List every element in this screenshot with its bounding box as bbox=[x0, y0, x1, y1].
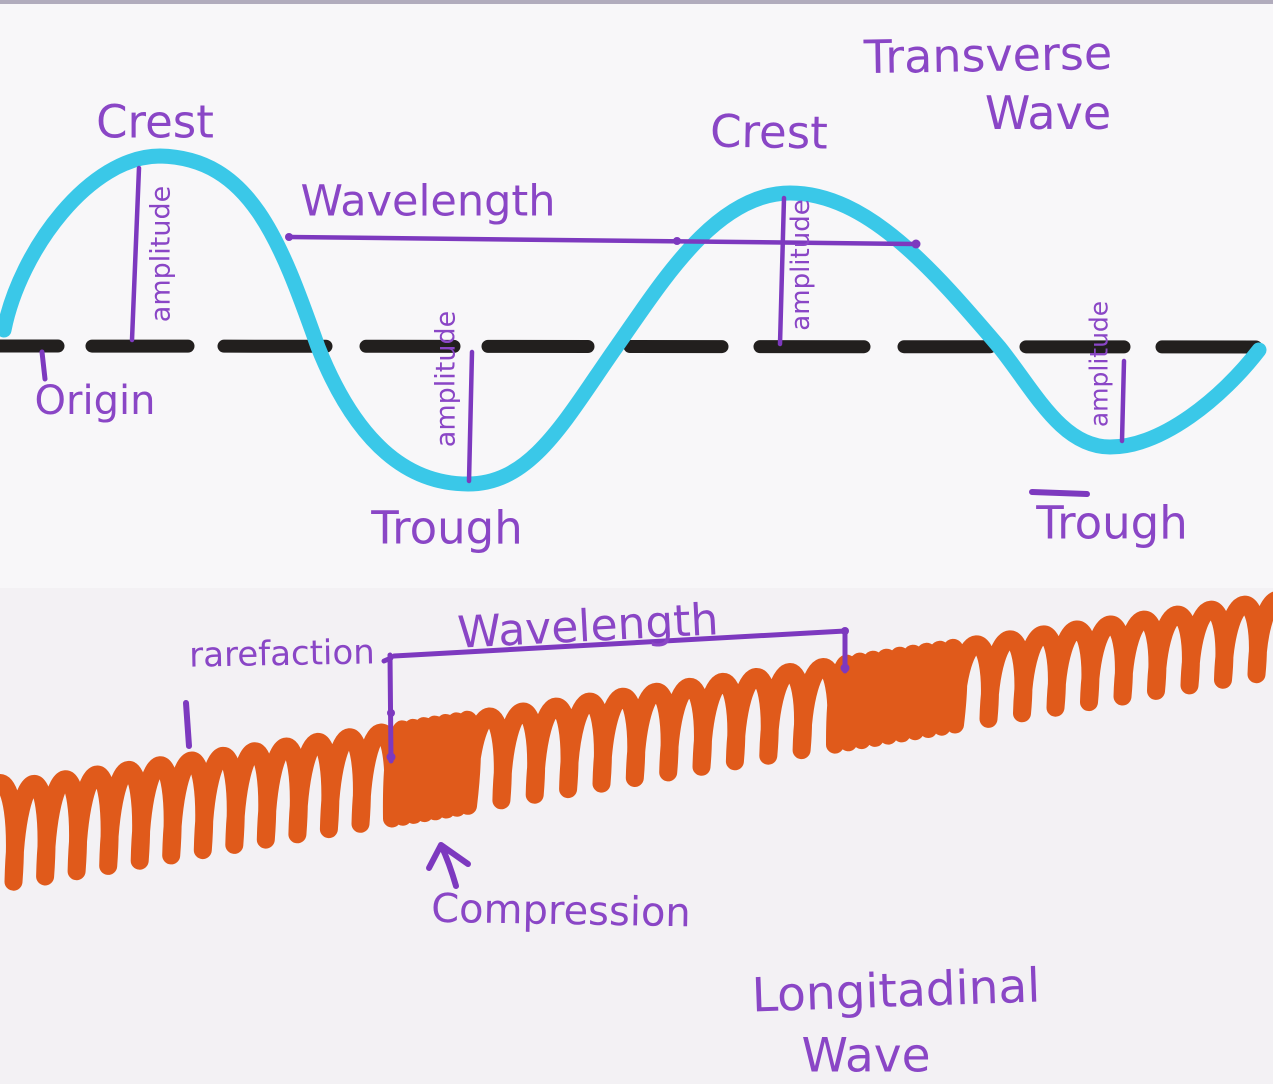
transverse-wavelength-label: Wavelength bbox=[300, 176, 556, 227]
longitudinal-spring-coil bbox=[0, 591, 1273, 891]
title-transverse-line2: Wave bbox=[984, 86, 1112, 140]
trough-2-t-crossbar-stroke bbox=[1029, 489, 1090, 497]
amplitude-label-trough-1: amplitude bbox=[430, 310, 462, 448]
compression-arrow bbox=[426, 842, 471, 889]
wavelength-line-end-dot bbox=[911, 239, 921, 249]
amplitude-label-crest-2: amplitude bbox=[786, 199, 816, 331]
origin-label: Origin bbox=[34, 378, 156, 424]
crest-label-2: Crest bbox=[709, 104, 829, 160]
title-transverse-line1: Transverse bbox=[863, 25, 1113, 85]
longitudinal-wavelength-left-bracket bbox=[387, 652, 394, 764]
amplitude-line-trough-1 bbox=[466, 349, 475, 484]
compression-label: Compression bbox=[430, 885, 692, 937]
amplitude-line-trough-2 bbox=[1119, 358, 1127, 444]
transverse-wavelength-line bbox=[286, 234, 919, 247]
equilibrium-axis-dashed-line bbox=[0, 339, 1263, 354]
right-bracket-end-dot bbox=[840, 663, 850, 673]
origin-tick-line bbox=[39, 349, 48, 382]
rarefaction-pointer-mark bbox=[183, 700, 192, 749]
left-bracket-end-dot bbox=[386, 752, 396, 762]
longitudinal-wavelength-label: Wavelength bbox=[456, 594, 720, 659]
rarefaction-label: rarefaction bbox=[188, 632, 376, 676]
wavelength-line-start-dot bbox=[285, 233, 293, 241]
amplitude-line-crest-1 bbox=[129, 165, 142, 343]
trough-label-2: Trough bbox=[1036, 496, 1188, 550]
left-bracket-mid-dot bbox=[387, 709, 395, 717]
trough-label-1: Trough bbox=[371, 501, 523, 555]
amplitude-label-trough-2: amplitude bbox=[1084, 300, 1114, 428]
right-bracket-corner-dot bbox=[841, 627, 849, 635]
wavelength-line-mid-dot bbox=[673, 237, 681, 245]
amplitude-label-crest-1: amplitude bbox=[145, 185, 177, 323]
title-longitudinal-line1: Longitadinal bbox=[750, 958, 1042, 1024]
scan-edge-strip bbox=[0, 0, 1273, 4]
amplitude-line-crest-2 bbox=[777, 195, 787, 347]
transverse-wave-curve bbox=[0, 148, 1267, 492]
crest-label-1: Crest bbox=[96, 95, 214, 149]
title-longitudinal-line2: Wave bbox=[801, 1028, 931, 1084]
